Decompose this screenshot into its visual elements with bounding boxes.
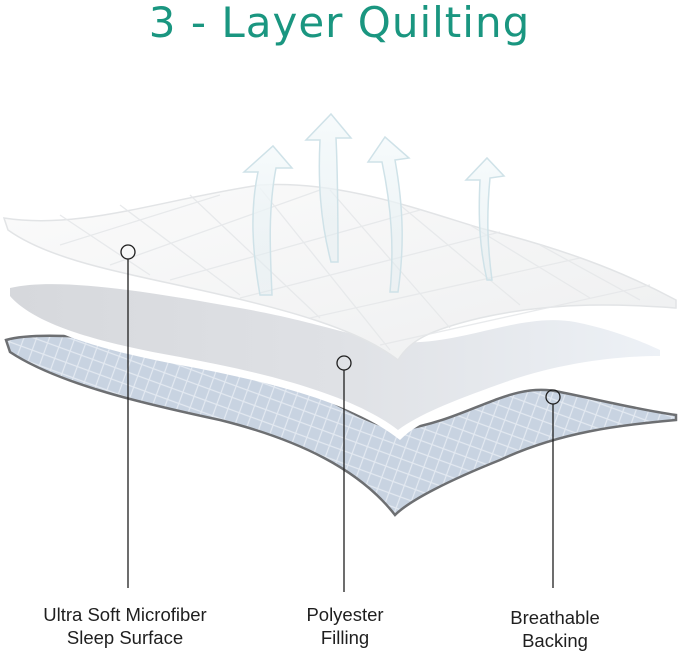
label-line: Ultra Soft Microfiber (43, 604, 207, 625)
callout-backing (545, 389, 561, 588)
callout-filling (336, 355, 352, 592)
label-sleep-surface: Ultra Soft Microfiber Sleep Surface (14, 603, 236, 649)
page-title: 3 - Layer Quilting (148, 0, 531, 47)
label-line: Backing (522, 630, 588, 651)
label-line: Sleep Surface (66, 627, 184, 648)
callout-surface (120, 244, 136, 588)
airflow-arrows-icon (242, 112, 506, 296)
label-breathable-backing: Breathable Backing (490, 606, 620, 652)
filling-layer (4, 279, 668, 440)
label-line: Filling (320, 627, 370, 648)
label-polyester-filling: Polyester Filling (280, 603, 410, 649)
label-line: Polyester (306, 604, 384, 625)
label-line: Breathable (510, 607, 600, 628)
